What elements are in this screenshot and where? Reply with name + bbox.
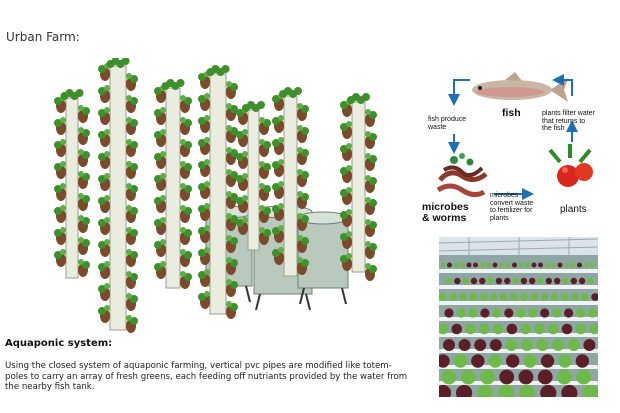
lettuce-row: [439, 293, 598, 305]
cycle-arrows: [436, 72, 593, 200]
lettuce-row: [439, 262, 598, 273]
grow-tower: [340, 93, 377, 281]
tomato-plant-icon: [548, 144, 593, 187]
worms-icon: [436, 153, 488, 198]
fish-to-microbes-label: fish produce waste: [428, 116, 467, 131]
farm-illustration: [54, 58, 377, 333]
grow-tower: [54, 89, 90, 279]
microbes-label: microbes & worms: [422, 201, 469, 224]
lettuce-row: [439, 369, 598, 385]
grow-tower: [272, 87, 309, 277]
fish-tank: [297, 211, 349, 305]
lettuce-row: [439, 354, 598, 369]
lettuce-row: [439, 339, 598, 353]
grow-tower: [198, 65, 238, 319]
grow-tower: [154, 79, 192, 289]
aquaponic-cycle-diagram: fish fish produce waste plants filter wa…: [410, 62, 620, 230]
lettuce-row: [439, 277, 598, 289]
fish-label: fish: [502, 107, 521, 119]
fish-icon: [472, 72, 568, 102]
grow-tower: [98, 58, 138, 333]
lettuce-row: [439, 384, 598, 397]
microbes-to-plants-label: microbes convert waste to fertilizer for…: [490, 192, 534, 222]
grow-towers: [54, 58, 377, 333]
plants-label: plants: [560, 204, 587, 215]
page-title: Urban Farm:: [6, 30, 80, 44]
lettuce-row: [439, 323, 598, 337]
section-body: Using the closed system of aquaponic far…: [5, 361, 408, 392]
lettuce-row: [439, 308, 598, 321]
grow-tower: [236, 101, 271, 251]
greenhouse-photo: [439, 237, 598, 397]
plants-to-fish-label: plants filter water that returns to the …: [542, 110, 595, 132]
section-heading: Aquaponic system:: [5, 338, 113, 349]
